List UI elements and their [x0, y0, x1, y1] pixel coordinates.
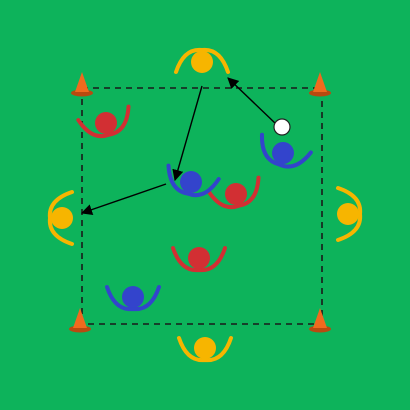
player-icon: [206, 175, 261, 210]
player-icon: [105, 285, 161, 312]
cone-icon: [309, 308, 331, 333]
pass-arrows: [80, 77, 277, 216]
player-icon: [171, 246, 227, 273]
cone-icon: [69, 308, 91, 333]
ball-icon: [273, 118, 291, 136]
player-icon: [47, 190, 74, 246]
player-icon: [177, 336, 233, 363]
cone-icon: [71, 72, 93, 97]
player-icon: [166, 163, 221, 198]
player-icon: [259, 132, 313, 169]
arrow-icon: [172, 85, 203, 182]
boundary-line: [81, 87, 323, 325]
arrow-icon: [80, 183, 167, 216]
player-icon: [336, 186, 363, 242]
player-icon: [76, 104, 131, 139]
player-icon: [174, 47, 230, 74]
cone-icon: [309, 72, 331, 97]
arrow-icon: [227, 77, 277, 125]
